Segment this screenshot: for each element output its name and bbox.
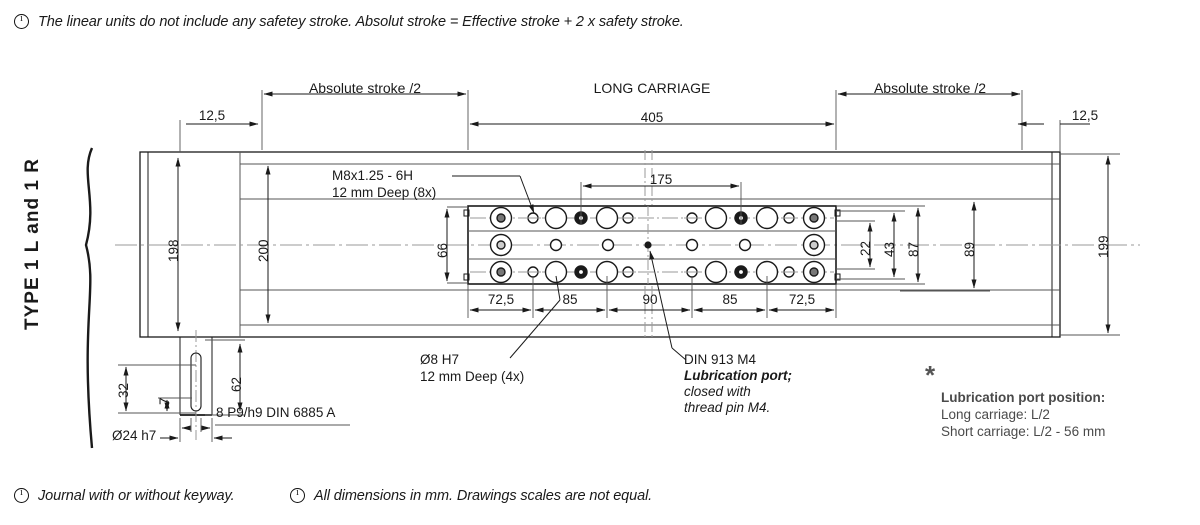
dim-43: 43	[882, 241, 897, 257]
callout-lubrication: DIN 913 M4 Lubrication port; closed with…	[684, 352, 792, 415]
dim-carriage-height: 66	[435, 242, 450, 258]
dim-7: 7	[157, 397, 172, 405]
dim-89: 89	[962, 241, 977, 257]
carriage-title: LONG CARRIAGE	[593, 80, 711, 96]
footnote-line2: Short carriage: L/2 - 56 mm	[941, 424, 1106, 439]
dim-carriage-length: 405	[640, 110, 664, 125]
top-note-text: The linear units do not include any safe…	[38, 14, 684, 30]
dim-chain-4: 72,5	[788, 292, 816, 307]
callout-lube-line1: DIN 913 M4	[684, 352, 757, 367]
callout-thread-line2: 12 mm Deep (8x)	[332, 185, 437, 200]
carriage-holes-top	[489, 206, 826, 230]
callout-lube-line2: Lubrication port;	[684, 368, 792, 383]
info-circle-icon	[14, 12, 29, 29]
dim-32: 32	[116, 382, 131, 398]
dim-chain-2: 90	[642, 292, 658, 307]
callout-thread-line1: M8x1.25 - 6H	[332, 168, 414, 183]
dim-62: 62	[229, 376, 244, 392]
dim-left-stroke: Absolute stroke /2	[308, 80, 422, 96]
footnote-heading: Lubrication port position:	[941, 390, 1106, 405]
dim-hole-pitch: 175	[649, 172, 673, 187]
shaft-diameter: Ø24 h7	[112, 428, 157, 443]
footnote-line1: Long carriage: L/2	[941, 407, 1050, 422]
callout-lube-line3: closed with	[684, 384, 751, 399]
dim-22: 22	[858, 240, 873, 256]
callout-dowel-line1: Ø8 H7	[420, 352, 460, 367]
type-brace	[84, 147, 94, 449]
info-circle-icon	[14, 486, 29, 503]
callout-dowel-line2: 12 mm Deep (4x)	[420, 369, 525, 384]
bottom-note-1-text: Journal with or without keyway.	[38, 488, 235, 504]
asterisk-marker: *	[925, 360, 936, 390]
dim-body-height: 198	[166, 239, 181, 262]
bottom-note-1: Journal with or without keyway.	[14, 486, 235, 504]
bottom-note-2-text: All dimensions in mm. Drawings scales ar…	[314, 488, 653, 504]
bottom-note-2: All dimensions in mm. Drawings scales ar…	[290, 486, 653, 504]
callout-lube-line4: thread pin M4.	[684, 400, 771, 415]
dim-199: 199	[1096, 235, 1111, 258]
keyway-spec: 8 P9/h9 DIN 6885 A	[216, 405, 336, 420]
dim-chain-1: 85	[562, 292, 578, 307]
top-note: The linear units do not include any safe…	[14, 12, 684, 30]
footnote-lubrication: * Lubrication port position: Long carria…	[925, 360, 1106, 439]
dim-right-end: 12,5	[1071, 108, 1099, 123]
dim-chain-0: 72,5	[487, 292, 515, 307]
info-circle-icon	[290, 486, 305, 503]
lubrication-port-dot	[644, 241, 652, 249]
dim-right-stroke: Absolute stroke /2	[873, 80, 987, 96]
dim-chain-3: 85	[722, 292, 738, 307]
dim-rail-span: 200	[256, 239, 271, 262]
dim-87: 87	[906, 241, 921, 257]
carriage-holes-middle	[489, 233, 826, 257]
callout-dowel: Ø8 H7 12 mm Deep (4x)	[420, 352, 524, 384]
callout-thread: M8x1.25 - 6H 12 mm Deep (8x)	[332, 168, 436, 200]
carriage-holes-bottom	[489, 260, 826, 284]
dim-left-end: 12,5	[198, 108, 226, 123]
